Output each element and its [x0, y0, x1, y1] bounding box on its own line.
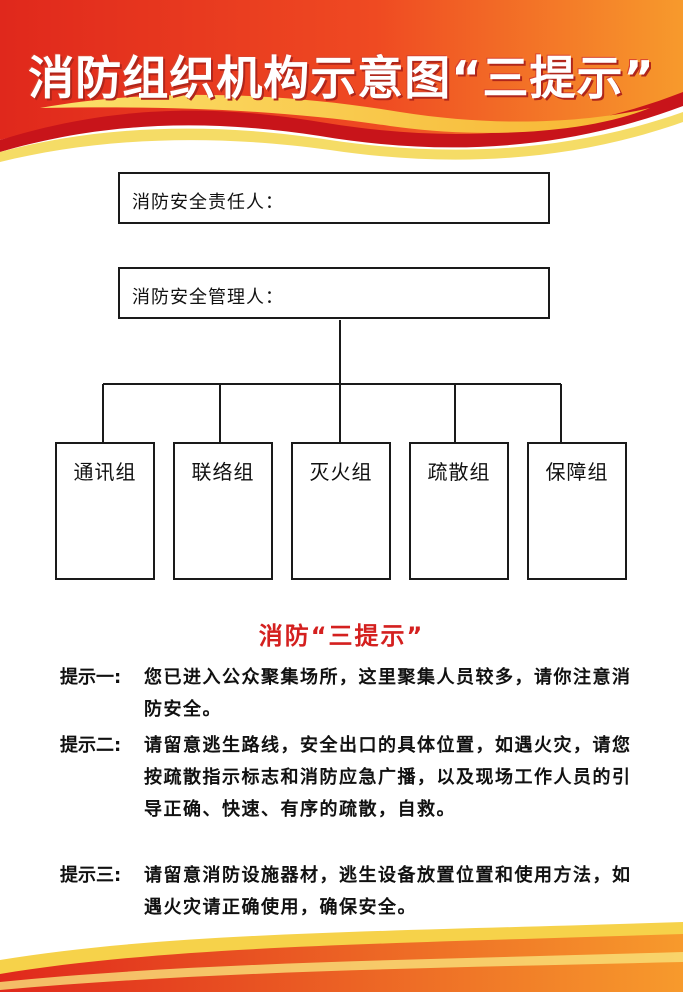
safety-manager-label: 消防安全管理人： — [132, 287, 284, 308]
group-label: 联络组 — [191, 460, 255, 484]
group-label: 保障组 — [545, 460, 609, 484]
group-box-communication: 通讯组 — [55, 442, 155, 580]
safety-manager-box: 消防安全管理人： — [118, 267, 550, 319]
tip-label: 提示三: — [60, 865, 122, 886]
tip-text: 请留意逃生路线，安全出口的具体位置，如遇火灾，请您按疏散指示标志和消防应急广播，… — [144, 735, 632, 820]
responsible-person-box: 消防安全责任人： — [118, 172, 550, 224]
tip-text: 您已进入公众聚集场所，这里聚集人员较多，请你注意消防安全。 — [144, 667, 632, 720]
tips-heading: 消防“三提示” — [258, 622, 425, 650]
group-label: 通讯组 — [73, 460, 137, 484]
page-title: 消防组织机构示意图“三提示” — [28, 51, 655, 105]
group-box-liaison: 联络组 — [173, 442, 273, 580]
group-box-support: 保障组 — [527, 442, 627, 580]
footer-banner — [0, 922, 683, 992]
group-box-evacuation: 疏散组 — [409, 442, 509, 580]
group-box-firefighting: 灭火组 — [291, 442, 391, 580]
header-banner — [0, 0, 683, 162]
tip-label: 提示二: — [60, 735, 122, 756]
tip-label: 提示一: — [60, 667, 122, 688]
responsible-person-label: 消防安全责任人： — [132, 192, 284, 213]
group-label: 疏散组 — [427, 460, 491, 484]
group-label: 灭火组 — [309, 460, 373, 484]
tip-text: 请留意消防设施器材，逃生设备放置位置和使用方法，如遇火灾请正确使用，确保安全。 — [144, 865, 632, 918]
